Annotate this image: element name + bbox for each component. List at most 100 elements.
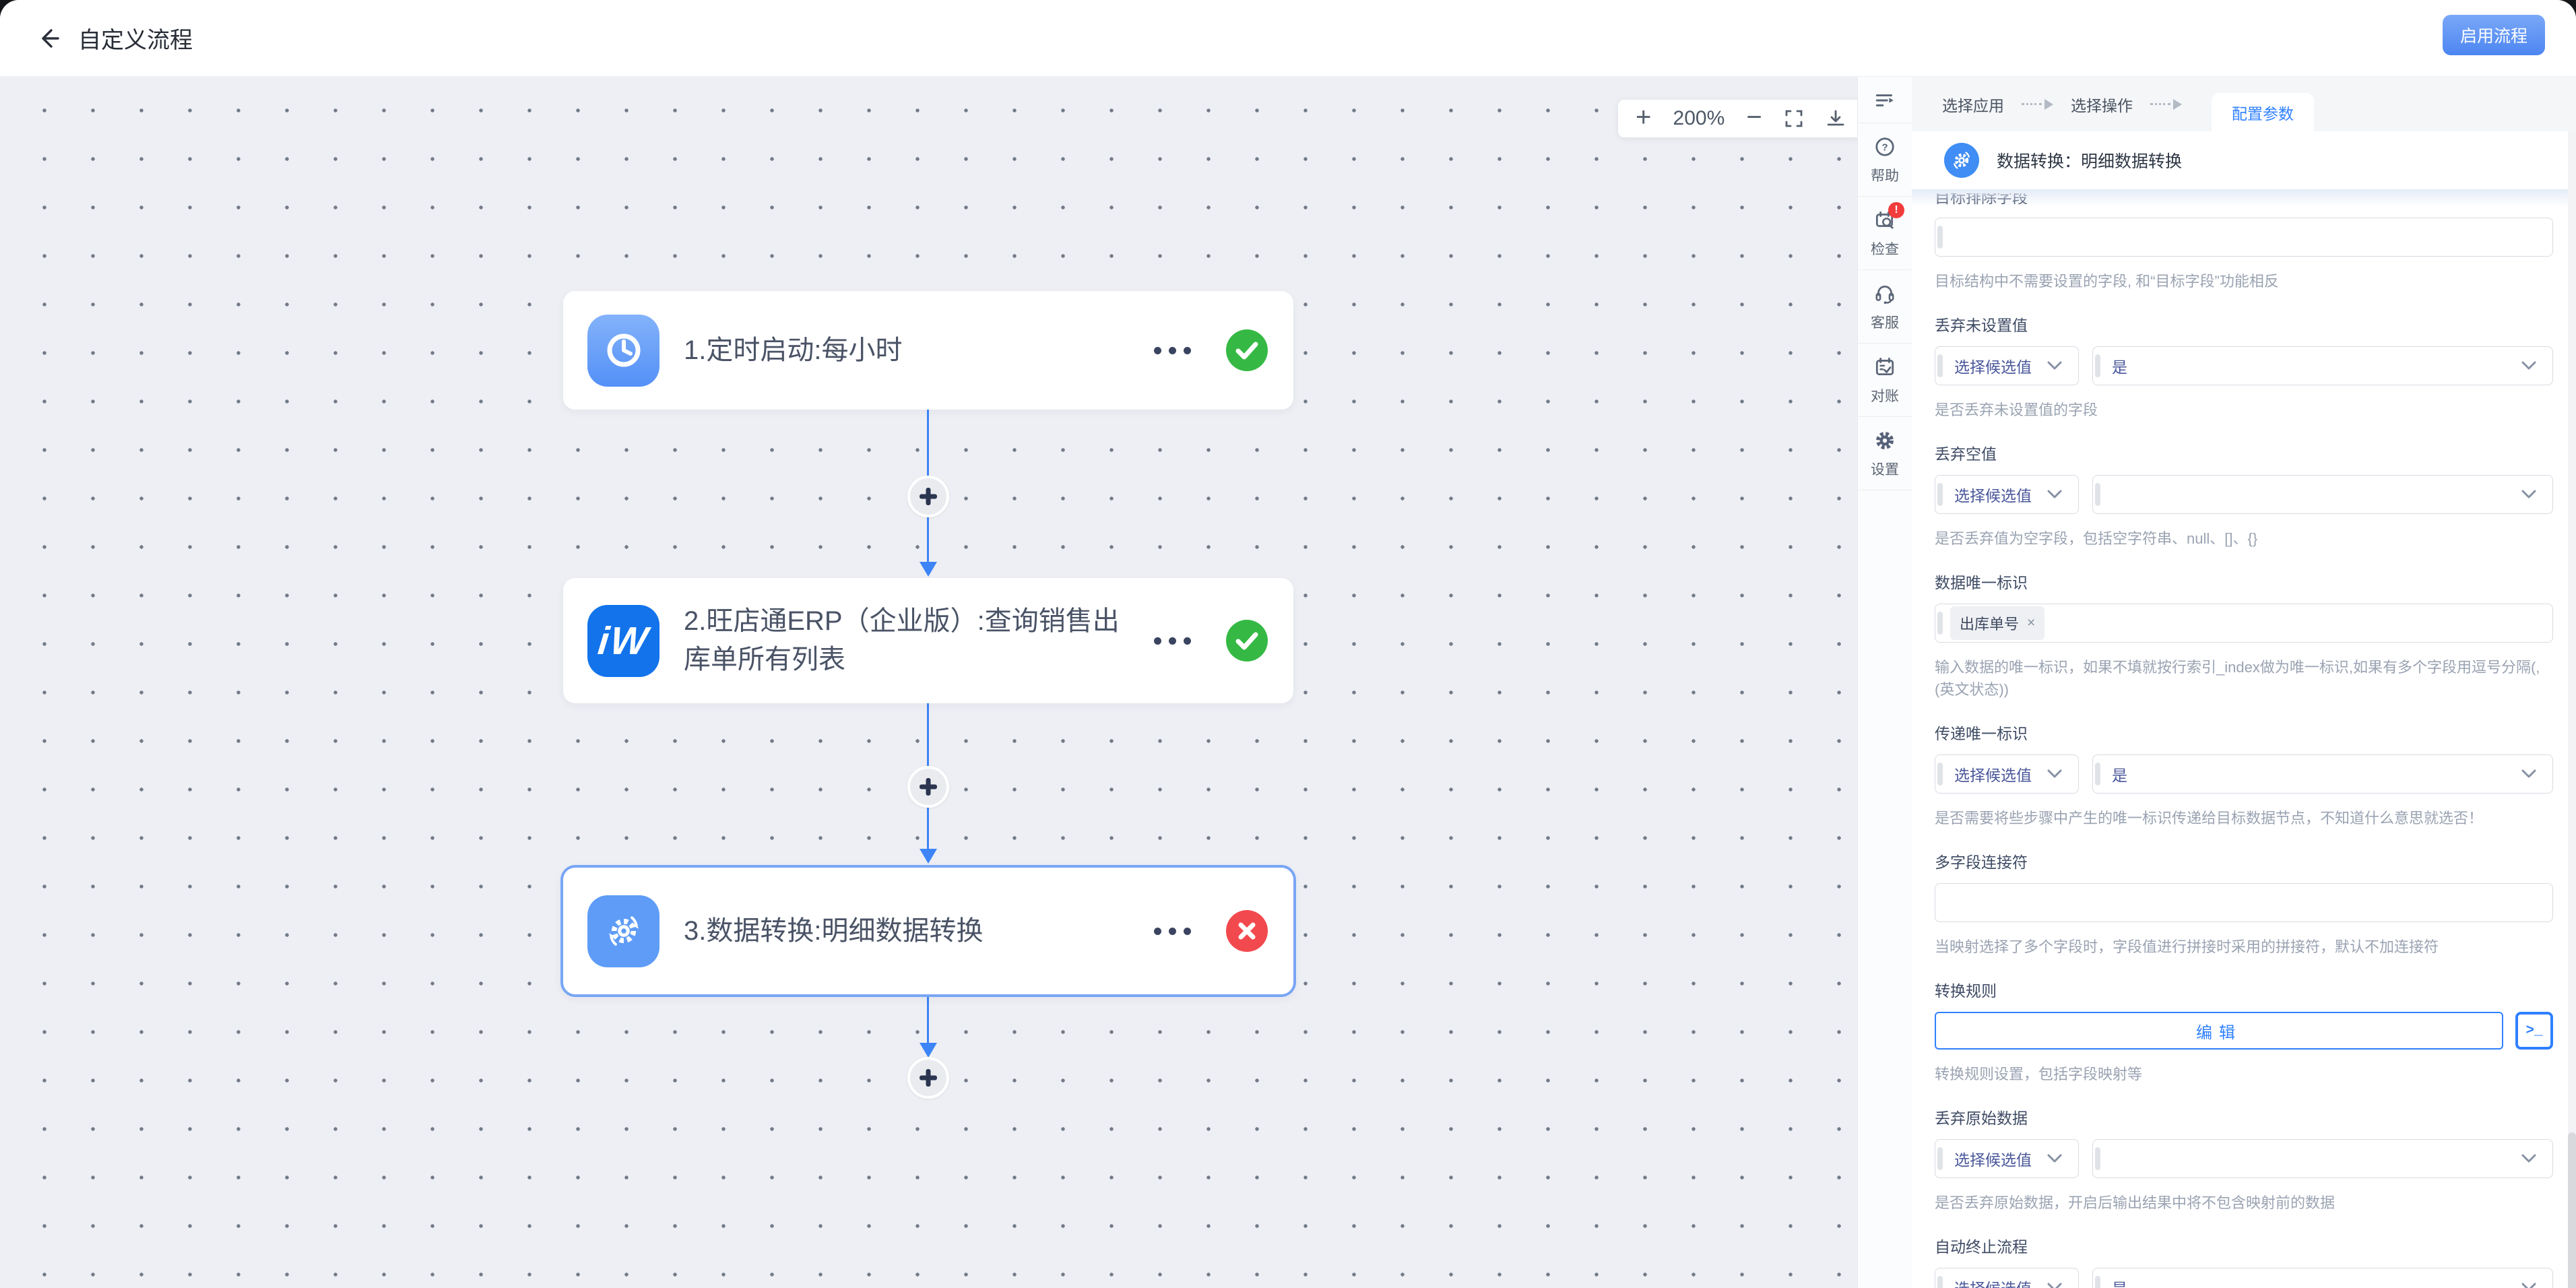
topbar: 自定义流程 启用流程 [0, 0, 2576, 77]
field-help-text: 是否需要将些步骤中产生的唯一标识传递给目标数据节点，不知道什么意思就选否！ [1935, 810, 2484, 827]
step-tab-2[interactable]: 选择操作 [2071, 96, 2133, 115]
rail-item-label: 对账 [1871, 389, 1899, 404]
step-tab-1[interactable]: 选择应用 [1942, 96, 2004, 115]
zoom-level: 200% [1673, 107, 1725, 129]
chevron-down-icon [2521, 769, 2536, 778]
field-label: 自动终止流程 [1935, 1238, 2028, 1256]
add-node-button[interactable] [907, 766, 949, 808]
value-mode-select[interactable]: 选择候选值 [1935, 1268, 2079, 1288]
download-icon [1827, 110, 1844, 126]
field-value-select-value: 是 [2112, 767, 2127, 784]
field-control-row: 编辑 >_ [1935, 1012, 2553, 1050]
flow-canvas[interactable]: 1.定时启动:每小时 iW 2.旺店通ERP（企业版）:查询销售出库单所有列表 [0, 77, 1857, 1288]
field-value-select[interactable]: 是 [2092, 1268, 2553, 1288]
zoom-in-button[interactable]: + [1636, 102, 1652, 132]
chevron-down-icon [2047, 1154, 2062, 1163]
add-node-button[interactable] [907, 476, 949, 517]
tag-chip: 出库单号 × [1950, 606, 2045, 640]
chevron-down-icon [2047, 769, 2062, 778]
value-mode-select-value: 选择候选值 [1954, 358, 2032, 376]
node-title: 3.数据转换:明细数据转换 [684, 915, 984, 946]
rail-item-help[interactable]: ?帮助 [1858, 123, 1912, 197]
field-help-text: 当映射选择了多个字段时，字段值进行拼接时采用的拼接符，默认不加连接符 [1935, 938, 2439, 955]
node-menu-button[interactable] [1154, 927, 1191, 935]
chevron-down-icon [2047, 490, 2062, 498]
step-tab-3[interactable]: 配置参数 [2212, 93, 2314, 131]
inspect-icon: ! [1873, 202, 1904, 232]
clock-icon [587, 314, 659, 387]
rail-item-label: 设置 [1871, 462, 1899, 478]
step-tabbar: 选择应用 选择操作 配置参数 [1912, 77, 2576, 131]
field-control-row: 选择候选值 是 [1935, 754, 2553, 794]
flow-node-1[interactable]: 1.定时启动:每小时 [563, 291, 1293, 410]
fit-screen-button[interactable] [1784, 108, 1804, 129]
back-button[interactable] [34, 24, 63, 53]
back-arrow-icon [42, 28, 59, 48]
tag-remove-icon[interactable]: × [2027, 615, 2036, 631]
value-mode-select[interactable]: 选择候选值 [1935, 475, 2079, 514]
value-mode-select-value: 选择候选值 [1954, 1276, 2032, 1288]
flow-node-2[interactable]: iW 2.旺店通ERP（企业版）:查询销售出库单所有列表 [563, 578, 1293, 703]
field-input[interactable] [1935, 218, 2553, 257]
data-transform-icon [587, 895, 659, 967]
tag-label: 出库单号 [1960, 616, 2020, 633]
svg-text:?: ? [1881, 142, 1888, 153]
rail-item-support[interactable]: 客服 [1858, 270, 1912, 344]
field-value-select[interactable]: 是 [2092, 346, 2553, 385]
connector-arrowhead-icon [920, 849, 937, 864]
download-canvas-button[interactable] [1826, 108, 1846, 129]
connector-line [927, 997, 929, 1043]
flow-node-3-selected[interactable]: 3.数据转换:明细数据转换 [560, 865, 1296, 997]
fullscreen-icon [1785, 110, 1803, 127]
field-control-row: 选择候选值 [1935, 1139, 2553, 1178]
chevron-down-icon [2521, 1154, 2536, 1163]
field-help-text: 输入数据的唯一标识，如果不填就按行索引_index做为唯一标识,如果有多个字段用… [1935, 659, 2540, 698]
rail-item-flow-list[interactable] [1858, 77, 1912, 123]
error-status-icon [1226, 910, 1268, 952]
node-title: 1.定时启动:每小时 [684, 335, 903, 365]
field-label: 转换规则 [1935, 982, 1997, 1000]
node-menu-button[interactable] [1154, 637, 1191, 645]
field-label: 数据唯一标识 [1935, 574, 2028, 591]
panel-scrollbar[interactable] [2568, 131, 2576, 1288]
connector-arrowhead-icon [920, 1043, 937, 1058]
config-form: 目标排除字段目标结构中不需要设置的字段, 和“目标字段”功能相反丢弃未设置值选择… [1912, 189, 2576, 1288]
field-help-text: 是否丢弃值为空字段，包括空字符串、null、[]、{} [1935, 530, 2258, 547]
field-help-text: 是否丢弃未设置值的字段 [1935, 401, 2098, 418]
field-help-text: 是否丢弃原始数据，开启后输出结果中将不包含映射前的数据 [1935, 1194, 2336, 1211]
value-mode-select[interactable]: 选择候选值 [1935, 1139, 2079, 1178]
field-value-select-value: 是 [2112, 1276, 2127, 1288]
step-arrow-icon [2022, 98, 2053, 110]
terminal-icon[interactable]: >_ [2515, 1012, 2553, 1050]
wangdiantong-logo: iW [587, 604, 659, 677]
field-tag-input[interactable]: 出库单号 × [1935, 604, 2553, 643]
help-icon: ? [1873, 135, 1896, 158]
page-title: 自定义流程 [78, 28, 193, 53]
add-node-button[interactable] [907, 1057, 949, 1099]
rail-item-settings[interactable]: 设置 [1858, 417, 1912, 490]
field-label: 丢弃原始数据 [1935, 1109, 2028, 1127]
enable-flow-button[interactable]: 启用流程 [2442, 15, 2545, 55]
chevron-down-icon [2047, 1283, 2062, 1288]
zoom-out-button[interactable]: − [1746, 102, 1762, 132]
edit-rules-button[interactable]: 编辑 [1935, 1012, 2503, 1050]
value-mode-select[interactable]: 选择候选值 [1935, 754, 2079, 794]
rail-item-label: 检查 [1871, 242, 1899, 257]
field-control-row: 选择候选值 是 [1935, 346, 2553, 385]
node-title: 2.旺店通ERP（企业版）:查询销售出库单所有列表 [684, 606, 1120, 674]
field-value-select[interactable] [2092, 1139, 2553, 1178]
field-value-select-value: 是 [2112, 358, 2127, 376]
rail-item-inspect[interactable]: ! 检查 [1858, 197, 1912, 270]
panel-scrollbar-thumb[interactable] [2568, 1132, 2576, 1288]
scroll-shadow [1912, 189, 2568, 207]
node-menu-button[interactable] [1154, 346, 1191, 354]
field-value-select[interactable] [2092, 475, 2553, 514]
chevron-down-icon [2521, 1283, 2536, 1288]
field-input[interactable] [1935, 883, 2553, 922]
rail-item-reconcile[interactable]: 对账 [1858, 344, 1912, 417]
chevron-down-icon [2521, 490, 2536, 498]
field-control-row: 选择候选值 是 [1935, 1268, 2553, 1288]
field-value-select[interactable]: 是 [2092, 754, 2553, 794]
value-mode-select[interactable]: 选择候选值 [1935, 346, 2079, 385]
